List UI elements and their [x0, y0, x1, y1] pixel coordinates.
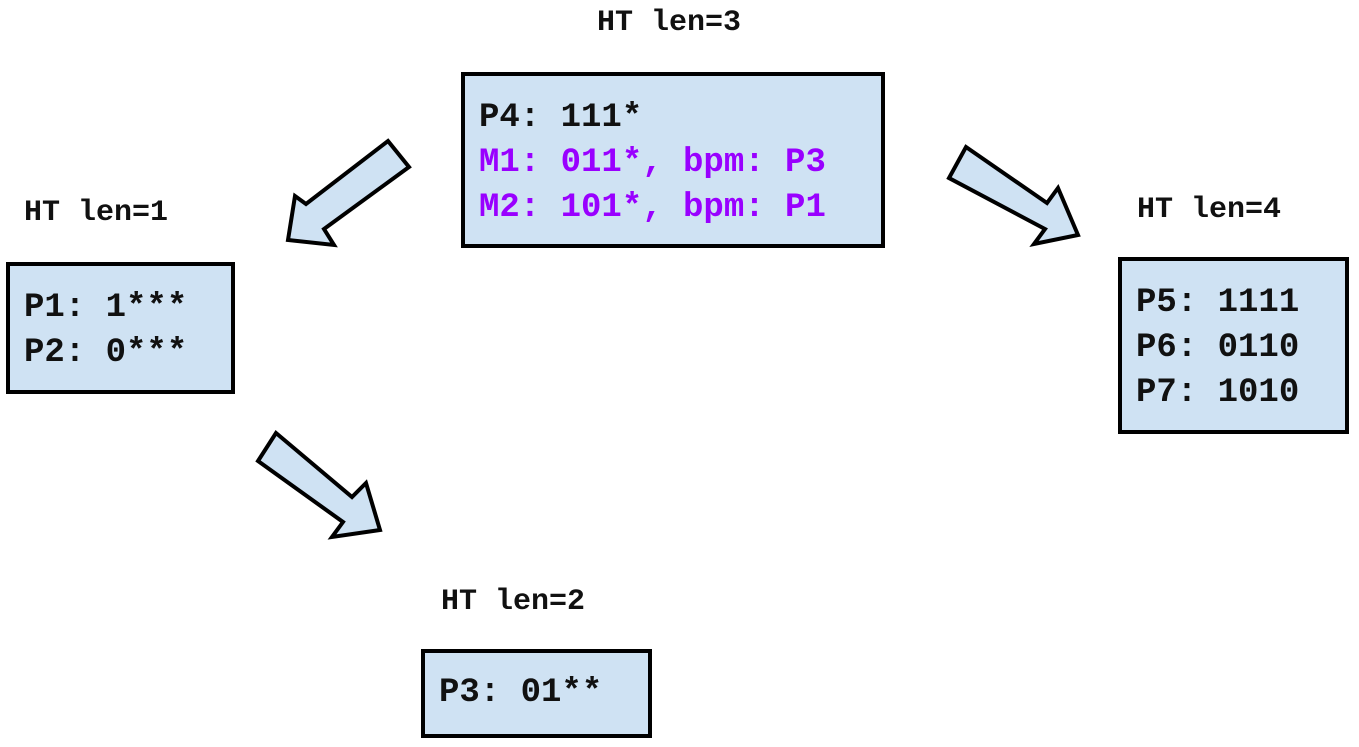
node-label-len1: HT len=1 [24, 196, 169, 230]
entry-p5: P5: 1111 [1136, 284, 1300, 322]
entry-p7: P7: 1010 [1136, 374, 1300, 412]
hash-table-box-len1: P1: 1*** P2: 0*** [6, 262, 235, 394]
hash-table-box-len3: P4: 111* M1: 011*, bpm: P3 M2: 101*, bpm… [461, 72, 885, 248]
marker-m2: M2: 101*, bpm: P1 [479, 189, 826, 227]
hash-table-box-len4: P5: 1111 P6: 0110 P7: 1010 [1118, 257, 1349, 434]
marker-m1: M1: 011*, bpm: P3 [479, 144, 826, 182]
node-label-len2: HT len=2 [441, 585, 586, 619]
entry-p1: P1: 1*** [24, 289, 188, 327]
entry-p2: P2: 0*** [24, 334, 188, 372]
node-label-len3: HT len=3 [597, 6, 742, 40]
arrow-len1-to-len2 [255, 430, 383, 540]
arrow-len3-to-len1 [285, 138, 412, 248]
entry-p3: P3: 01** [439, 674, 603, 712]
arrow-len3-to-len4 [946, 144, 1081, 247]
hash-table-box-len2: P3: 01** [421, 649, 652, 738]
entry-p6: P6: 0110 [1136, 329, 1300, 367]
entry-p4: P4: 111* [479, 99, 643, 137]
node-label-len4: HT len=4 [1137, 193, 1282, 227]
